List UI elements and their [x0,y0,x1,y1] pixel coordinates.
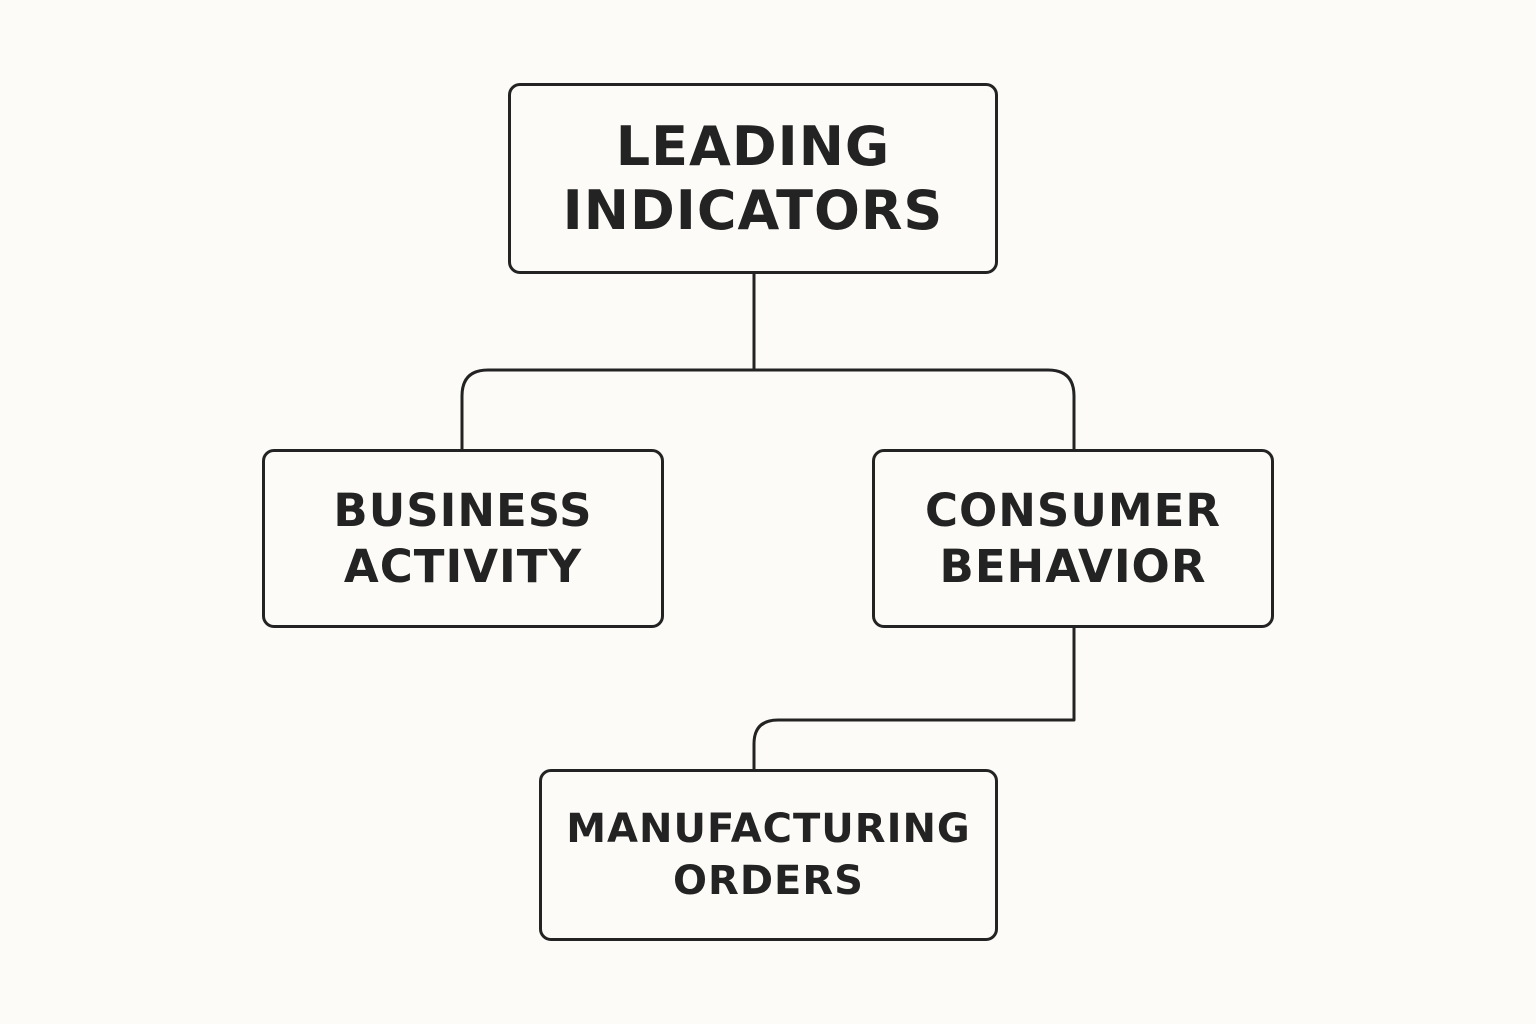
node-label-line: BUSINESS [333,483,593,537]
node-label-line: INDICATORS [562,178,944,242]
node-label-line: LEADING [615,114,891,178]
node-manufacturing-orders: MANUFACTURING ORDERS [539,769,998,941]
connector-consumer-to-manufacturing [752,626,1076,771]
node-business-activity: BUSINESS ACTIVITY [262,449,664,628]
node-consumer-behavior: CONSUMER BEHAVIOR [872,449,1274,628]
node-leading-indicators: LEADING INDICATORS [508,83,998,274]
node-label-line: CONSUMER [924,483,1222,537]
node-label-line: MANUFACTURING [566,806,971,852]
node-label-line: ACTIVITY [343,539,583,593]
connector-root-to-children [460,272,1076,451]
node-label-line: BEHAVIOR [939,539,1207,593]
node-label-line: ORDERS [673,858,864,904]
